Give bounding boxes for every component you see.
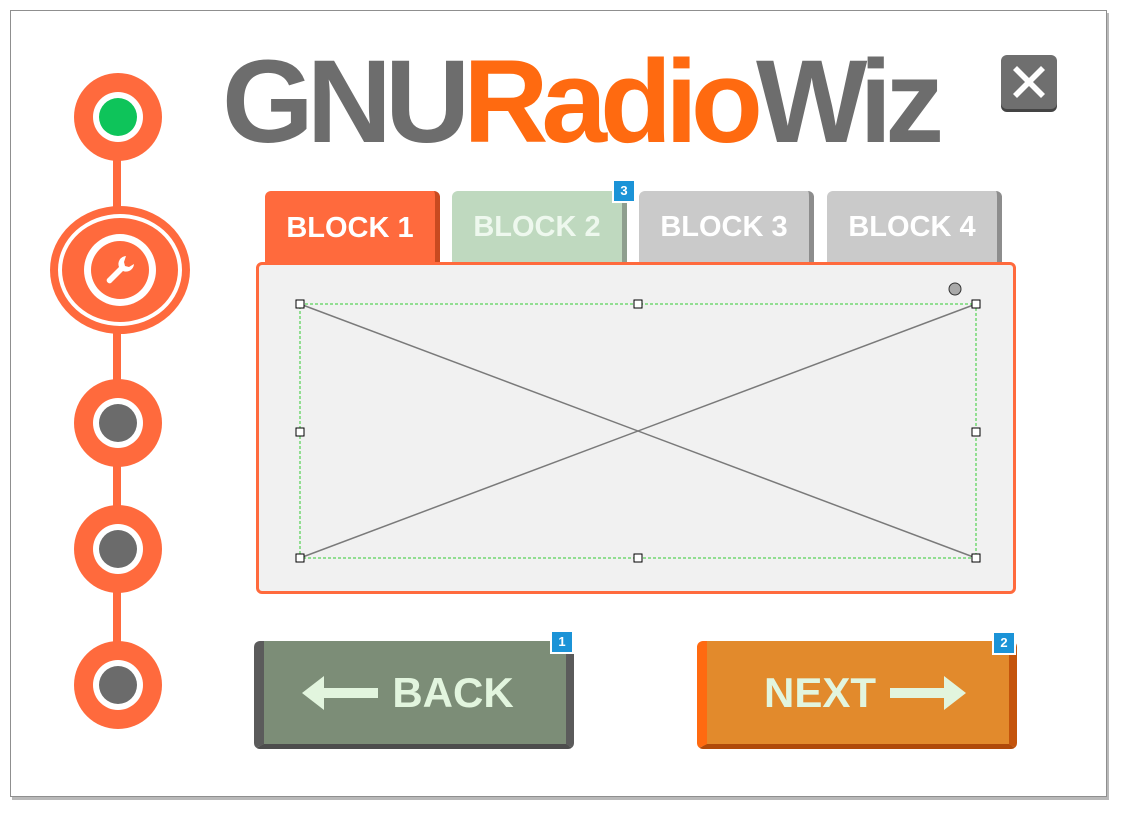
close-button[interactable] xyxy=(1001,55,1057,109)
arrow-left-icon xyxy=(302,675,379,710)
tab-content-panel xyxy=(256,262,1016,594)
hotspot-badge: 2 xyxy=(992,631,1016,655)
step-pending-indicator xyxy=(99,530,137,568)
step-5[interactable] xyxy=(74,641,162,729)
close-icon xyxy=(1013,66,1045,98)
next-button[interactable]: NEXT xyxy=(697,641,1017,749)
tab-block-4[interactable]: BLOCK 4 xyxy=(827,191,1002,263)
wrench-icon xyxy=(106,256,134,284)
step-pending-indicator xyxy=(99,666,137,704)
next-button-label: NEXT xyxy=(763,668,876,716)
step-4[interactable] xyxy=(74,505,162,593)
step-2-active[interactable] xyxy=(50,206,190,334)
tab-label: BLOCK 2 xyxy=(473,210,601,243)
tab-label: BLOCK 3 xyxy=(660,210,788,243)
tab-label: BLOCK 4 xyxy=(848,210,976,243)
tab-block-2[interactable]: BLOCK 2 xyxy=(452,191,627,263)
arrow-right-icon xyxy=(890,675,966,710)
back-button-label: BACK xyxy=(392,668,514,716)
logo-gnu: GNU xyxy=(222,36,470,168)
image-placeholder[interactable] xyxy=(259,265,1013,591)
tab-block-1[interactable]: BLOCK 1 xyxy=(265,191,440,265)
logo-radio: Radio xyxy=(463,36,763,168)
hotspot-badge: 3 xyxy=(612,179,636,203)
logo-wiz: Wiz xyxy=(756,36,944,168)
step-1[interactable] xyxy=(74,73,162,161)
tab-label: BLOCK 1 xyxy=(286,211,414,244)
back-button[interactable]: BACK xyxy=(254,641,574,749)
app-logo: GNURadioWiz xyxy=(222,42,944,162)
step-completed-indicator xyxy=(99,98,137,136)
step-3[interactable] xyxy=(74,379,162,467)
tab-block-3[interactable]: BLOCK 3 xyxy=(639,191,814,263)
hotspot-badge: 1 xyxy=(550,630,574,654)
step-pending-indicator xyxy=(99,404,137,442)
